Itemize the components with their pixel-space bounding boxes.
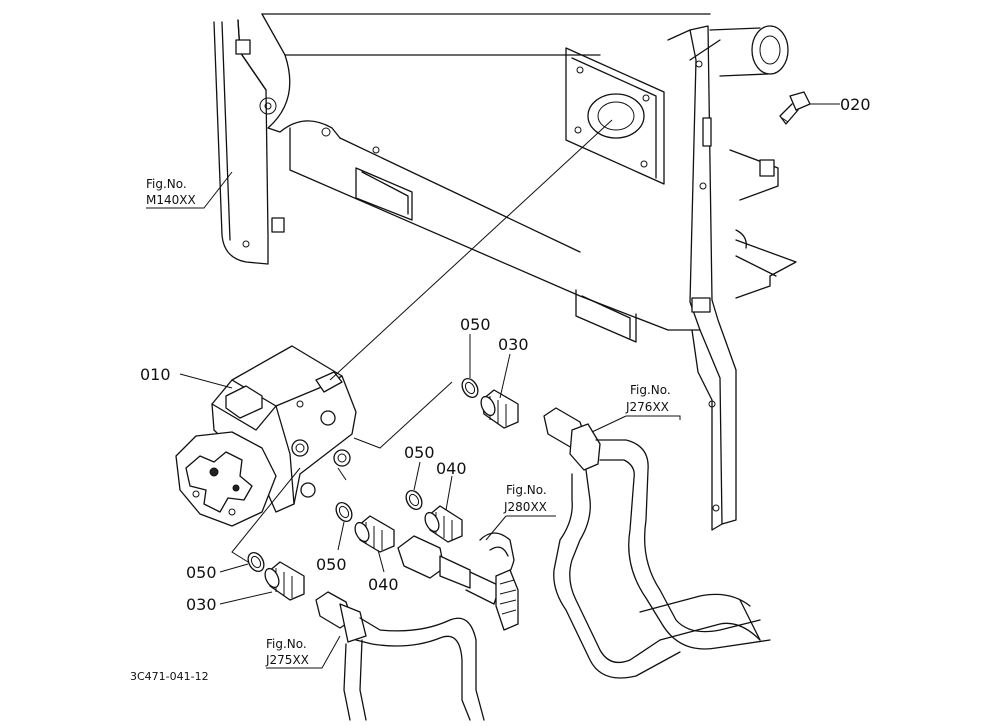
figure-ref-m140xx[interactable]: Fig.No. M140XX	[146, 177, 196, 207]
bolt-020[interactable]	[779, 91, 811, 125]
adapter-middle[interactable]	[422, 505, 463, 543]
adapter-upper[interactable]	[478, 389, 519, 429]
callout-010: 010	[140, 365, 171, 384]
callout-labels: 010 020 030 050 050 040 050 040 050 030	[140, 95, 871, 614]
callout-050-upper: 050	[460, 315, 491, 334]
adapter-center[interactable]	[352, 515, 395, 553]
o-ring-lower[interactable]	[245, 550, 267, 574]
assembly-lines	[231, 103, 840, 563]
fig-ref-code: J276XX	[625, 400, 669, 414]
o-ring-center[interactable]	[333, 500, 355, 524]
callout-040-center: 040	[368, 575, 399, 594]
drawing-code: 3C471-041-12	[130, 670, 209, 683]
callout-030-lower: 030	[186, 595, 217, 614]
adapter-lower[interactable]	[262, 561, 305, 601]
fig-ref-label: Fig.No.	[630, 383, 671, 397]
figure-ref-j280xx[interactable]: Fig.No. J280XX	[503, 483, 547, 514]
fig-ref-code: J280XX	[503, 500, 547, 514]
callout-020: 020	[840, 95, 871, 114]
callout-leaders	[146, 171, 681, 669]
callout-040-middle: 040	[436, 459, 467, 478]
power-steering-unit-010[interactable]	[175, 345, 357, 527]
fig-ref-code: M140XX	[146, 193, 196, 207]
fig-ref-label: Fig.No.	[146, 177, 187, 191]
hose-lines	[315, 407, 771, 721]
figure-ref-j276xx[interactable]: Fig.No. J276XX	[625, 383, 671, 414]
o-ring-middle[interactable]	[403, 488, 425, 512]
o-ring-upper[interactable]	[459, 376, 481, 400]
fig-ref-label: Fig.No.	[506, 483, 547, 497]
callout-050-lower: 050	[186, 563, 217, 582]
callout-030-upper: 030	[498, 335, 529, 354]
fig-ref-label: Fig.No.	[266, 637, 307, 651]
frame-bracket	[213, 13, 797, 531]
figure-ref-j275xx[interactable]: Fig.No. J275XX	[265, 637, 309, 667]
callout-050-middle: 050	[404, 443, 435, 462]
fig-ref-code: J275XX	[265, 653, 309, 667]
callout-050-center: 050	[316, 555, 347, 574]
